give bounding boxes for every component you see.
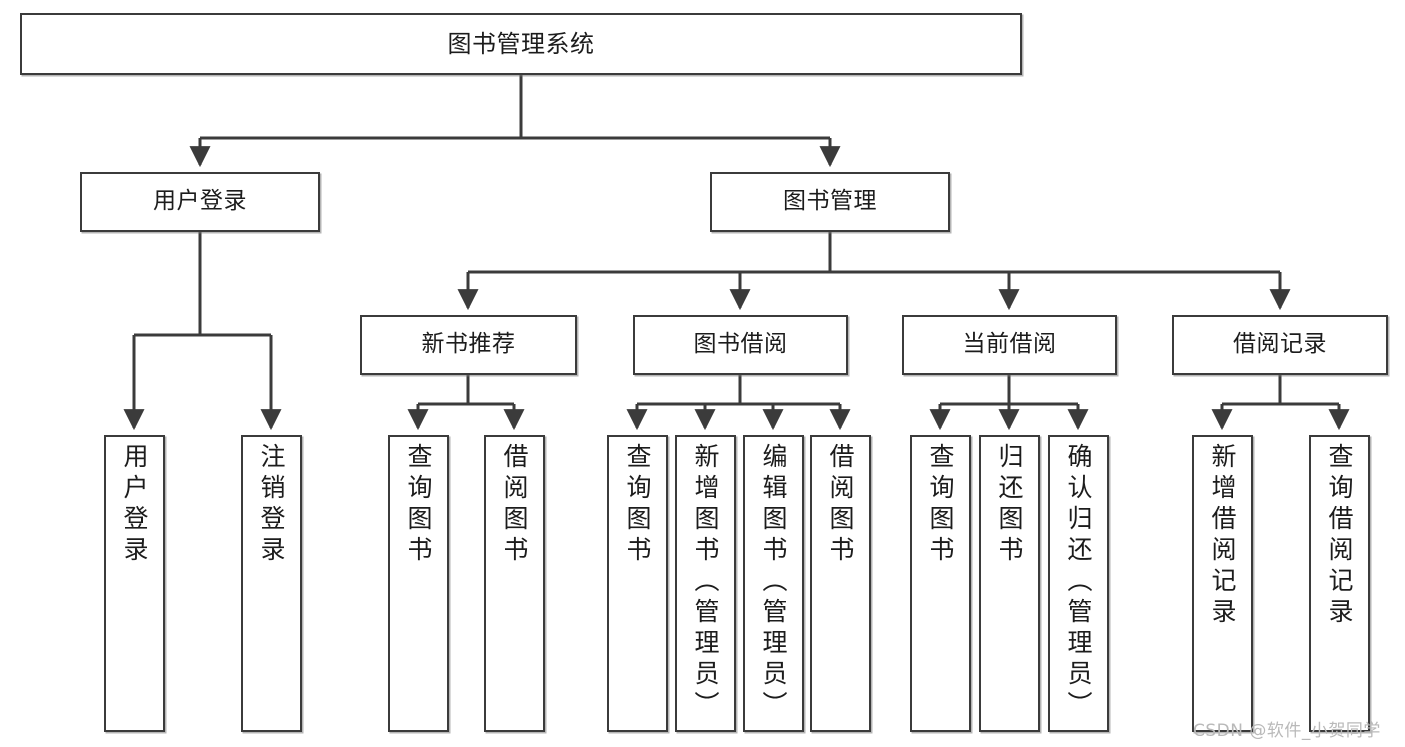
node-leaf-user-login[interactable]: 用户登录 — [104, 435, 165, 732]
node-new-book-recommend-label: 新书推荐 — [421, 331, 516, 358]
node-leaf-query-book-3[interactable]: 查询图书 — [910, 435, 971, 732]
node-leaf-logout-login-label: 注销登录 — [257, 443, 286, 567]
node-borrow-record-label: 借阅记录 — [1233, 331, 1327, 358]
node-leaf-borrow-book-1-label: 借阅图书 — [500, 443, 529, 567]
node-leaf-logout-login[interactable]: 注销登录 — [241, 435, 302, 732]
node-leaf-add-book[interactable]: 新增图书（管理员） — [675, 435, 736, 732]
node-leaf-add-record[interactable]: 新增借阅记录 — [1192, 435, 1253, 732]
node-leaf-borrow-book-2-label: 借阅图书 — [826, 443, 855, 567]
node-root-label: 图书管理系统 — [447, 29, 595, 58]
node-borrow-record[interactable]: 借阅记录 — [1172, 315, 1388, 375]
node-book-management[interactable]: 图书管理 — [710, 172, 950, 232]
node-leaf-borrow-book-1[interactable]: 借阅图书 — [484, 435, 545, 732]
node-leaf-add-book-label: 新增图书（管理员） — [691, 443, 720, 722]
node-leaf-return-book-label: 归还图书 — [995, 443, 1024, 567]
node-current-borrow[interactable]: 当前借阅 — [902, 315, 1117, 375]
node-leaf-confirm-return-label: 确认归还（管理员） — [1064, 443, 1093, 722]
node-leaf-query-book-2[interactable]: 查询图书 — [607, 435, 668, 732]
node-new-book-recommend[interactable]: 新书推荐 — [360, 315, 577, 375]
node-leaf-query-book-1[interactable]: 查询图书 — [388, 435, 449, 732]
node-current-borrow-label: 当前借阅 — [962, 331, 1057, 358]
node-leaf-query-book-3-label: 查询图书 — [926, 443, 955, 567]
node-leaf-user-login-label: 用户登录 — [120, 443, 149, 567]
csdn-watermark: CSDN @软件_小贺同学 — [1193, 721, 1381, 741]
node-leaf-edit-book-label: 编辑图书（管理员） — [759, 443, 788, 722]
node-leaf-query-book-2-label: 查询图书 — [623, 443, 652, 567]
node-leaf-edit-book[interactable]: 编辑图书（管理员） — [743, 435, 804, 732]
node-root-book-management-system[interactable]: 图书管理系统 — [20, 13, 1022, 75]
node-leaf-confirm-return[interactable]: 确认归还（管理员） — [1048, 435, 1109, 732]
node-leaf-query-record[interactable]: 查询借阅记录 — [1309, 435, 1370, 732]
node-user-login-label: 用户登录 — [153, 188, 247, 215]
node-book-borrow-label: 图书借阅 — [693, 331, 788, 358]
node-leaf-borrow-book-2[interactable]: 借阅图书 — [810, 435, 871, 732]
node-user-login[interactable]: 用户登录 — [80, 172, 320, 232]
node-leaf-return-book[interactable]: 归还图书 — [979, 435, 1040, 732]
node-book-borrow[interactable]: 图书借阅 — [633, 315, 848, 375]
node-book-management-label: 图书管理 — [783, 188, 877, 215]
node-leaf-query-book-1-label: 查询图书 — [404, 443, 433, 567]
node-leaf-add-record-label: 新增借阅记录 — [1208, 443, 1237, 629]
node-leaf-query-record-label: 查询借阅记录 — [1325, 443, 1354, 629]
